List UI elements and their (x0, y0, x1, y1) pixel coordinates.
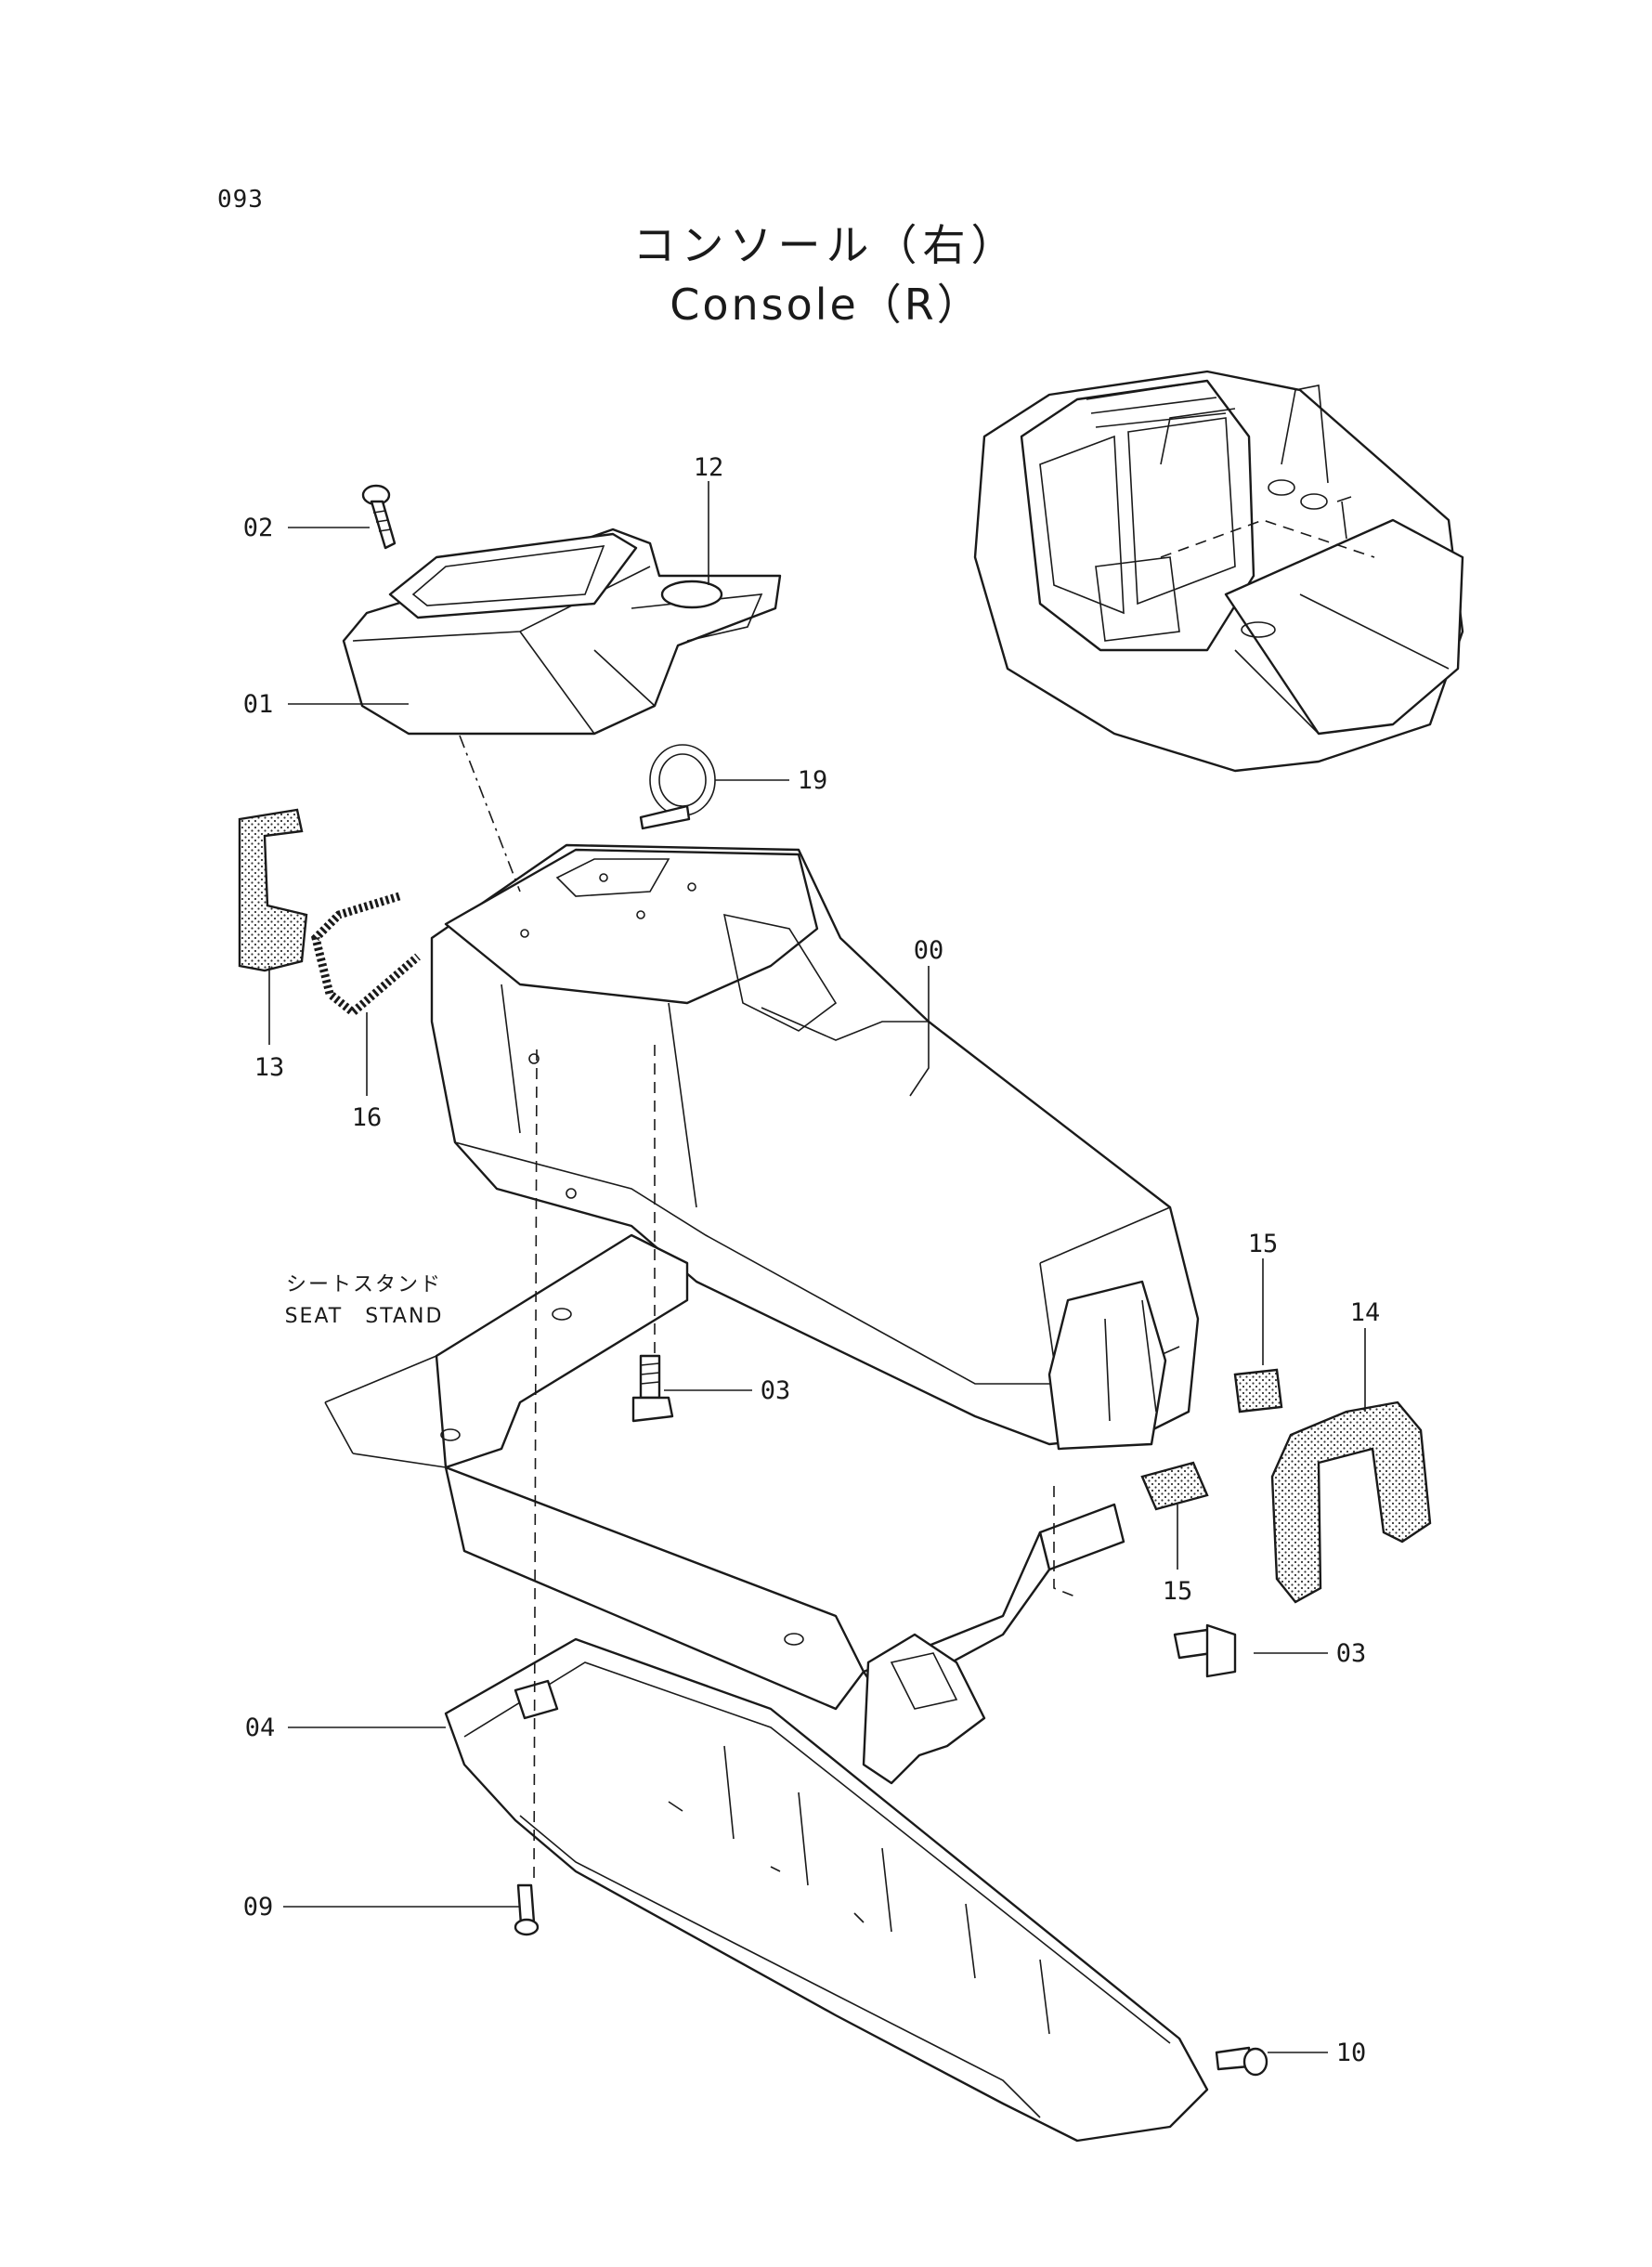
leader-lines (268, 481, 1366, 2053)
foam-pad-14 (1270, 1401, 1432, 1604)
callout-16: 16 (352, 1103, 383, 1132)
part-callouts: 02 12 01 19 00 13 16 15 14 03 15 03 04 0… (243, 453, 1381, 2067)
callout-03-upper: 03 (761, 1376, 791, 1405)
title-english: Console（R） (670, 280, 982, 330)
bolt-03-lower (1173, 1623, 1237, 1678)
callout-15-lower: 15 (1163, 1577, 1193, 1606)
callout-19: 19 (798, 766, 828, 795)
callout-01: 01 (243, 690, 274, 719)
callout-12: 12 (694, 453, 724, 482)
bolt-03-upper (631, 1354, 674, 1423)
seat-stand-frame (324, 1233, 1125, 1785)
foam-pad-13 (238, 808, 308, 972)
page-number: 093 (217, 186, 264, 214)
callout-14: 14 (1350, 1298, 1381, 1327)
callout-15-upper: 15 (1248, 1230, 1279, 1258)
callout-03-lower: 03 (1336, 1639, 1367, 1668)
foam-pad-15-lower (1140, 1461, 1209, 1511)
callout-00: 00 (914, 936, 944, 965)
main-console-body (430, 843, 1200, 1451)
cable-clamp-19 (639, 744, 716, 830)
foam-pad-15-upper (1233, 1368, 1283, 1414)
screw-09 (514, 1883, 540, 1936)
assembly-centerlines (459, 735, 1078, 1886)
callout-04: 04 (245, 1713, 276, 1742)
title-japanese: コンソール（右） (632, 220, 1020, 270)
screw-10 (1215, 2046, 1268, 2077)
screw-02 (361, 484, 397, 550)
lower-tray-04 (444, 1637, 1209, 2143)
seat-stand-label-en: SEAT STAND (285, 1305, 444, 1328)
upper-console-cover (342, 528, 782, 736)
seal-strip-16 (311, 892, 421, 1018)
callout-09: 09 (243, 1893, 274, 1922)
callout-10: 10 (1336, 2039, 1367, 2067)
callout-02: 02 (243, 514, 274, 542)
seat-stand-label-jp: シートスタンド (286, 1273, 442, 1296)
callout-13: 13 (254, 1053, 285, 1082)
excavator-overview-illustration (973, 370, 1464, 773)
